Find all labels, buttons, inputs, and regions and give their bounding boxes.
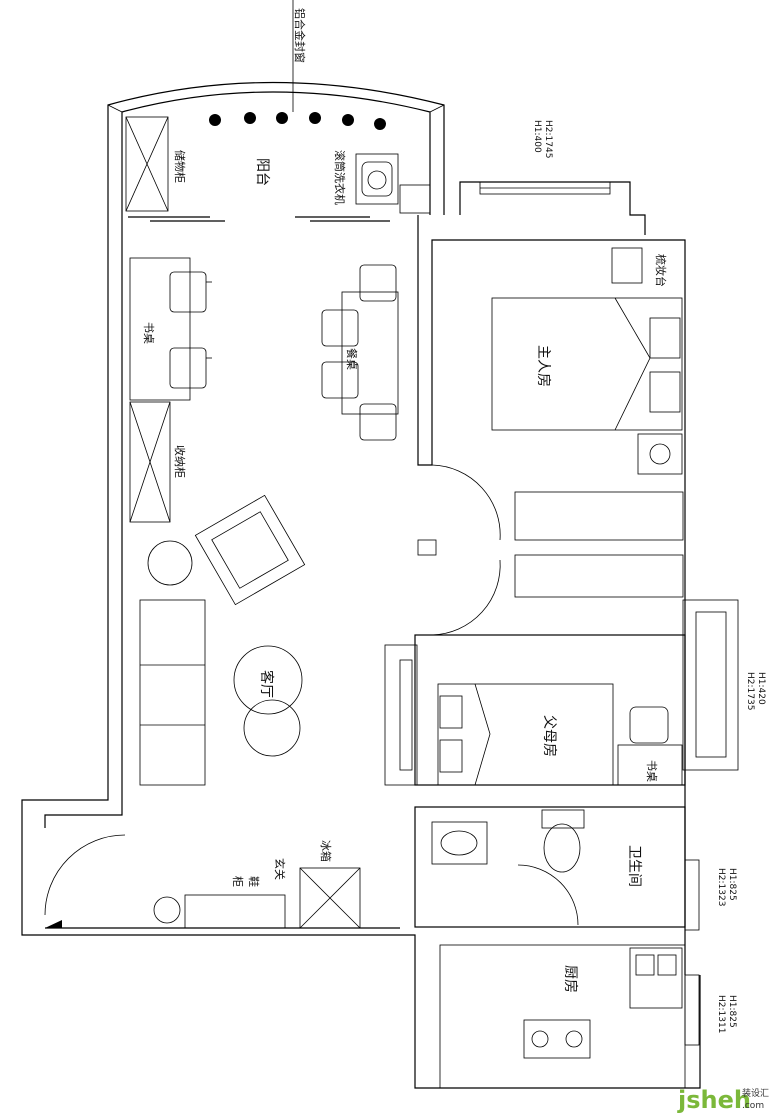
bathroom-furniture bbox=[414, 806, 700, 931]
window-label: 铝合金封窗 bbox=[293, 8, 307, 63]
shoe-cabinet-label-2: 柜 bbox=[231, 876, 244, 887]
bath-dim-h2: H2:1323 bbox=[716, 868, 726, 906]
kitchen-furniture bbox=[439, 944, 700, 1089]
vanity-label: 梳妆台 bbox=[654, 254, 668, 287]
receiving-cabinet bbox=[129, 401, 171, 523]
master-window bbox=[479, 181, 611, 195]
parents-room-label: 父母房 bbox=[541, 715, 557, 757]
washing-machine-label: 滚筒洗衣机 bbox=[333, 150, 347, 205]
master-bedroom-label: 主人房 bbox=[535, 345, 551, 387]
balcony-arc bbox=[107, 81, 445, 215]
entry-label: 玄关 bbox=[273, 858, 287, 880]
parents-dim-h1: H1:420 bbox=[756, 672, 766, 705]
dining-area bbox=[321, 264, 399, 441]
entry-furniture bbox=[44, 834, 361, 929]
watermark-brand: jsheh bbox=[677, 1086, 751, 1114]
kitchen-dim-h1: H1:825 bbox=[727, 995, 737, 1028]
storage-cabinet-label: 储物柜 bbox=[173, 150, 187, 183]
desk-area bbox=[129, 257, 212, 401]
balcony-pillar bbox=[399, 184, 431, 214]
washing-machine-icon bbox=[355, 153, 399, 205]
parents-dim-h2: H2:1735 bbox=[745, 672, 755, 710]
master-bedroom-furniture bbox=[491, 247, 683, 475]
balcony-dim-h2: H2:1745 bbox=[543, 120, 553, 158]
bath-dim-h1: H1:825 bbox=[727, 868, 737, 901]
receiving-cabinet-label: 收纳柜 bbox=[173, 445, 187, 478]
living-room-label: 客厅 bbox=[258, 670, 275, 698]
kitchen-label: 厨房 bbox=[562, 965, 578, 993]
bathroom-label: 卫生间 bbox=[626, 845, 642, 887]
living-doors bbox=[417, 464, 501, 636]
balcony-storage-cabinet bbox=[125, 116, 169, 212]
desk-label: 书桌 bbox=[142, 322, 155, 344]
watermark-suffix: .com bbox=[742, 1101, 764, 1111]
balcony-dim-h1: H1:400 bbox=[532, 120, 542, 153]
fridge-label: 冰箱 bbox=[319, 840, 333, 862]
desk2-label: 书桌 bbox=[645, 760, 658, 782]
parents-room-furniture bbox=[414, 599, 739, 786]
dining-table-label: 餐桌 bbox=[345, 348, 359, 370]
watermark-cn: 装设汇 bbox=[742, 1087, 769, 1099]
balcony-label: 阳台 bbox=[254, 158, 270, 186]
wardrobes bbox=[514, 491, 684, 598]
kitchen-dim-h2: H2:1311 bbox=[716, 995, 726, 1033]
plant-icons bbox=[209, 112, 386, 130]
balcony-doors bbox=[128, 216, 390, 222]
living-room-furniture bbox=[139, 494, 418, 786]
shoe-cabinet-label-1: 鞋 bbox=[247, 876, 261, 887]
